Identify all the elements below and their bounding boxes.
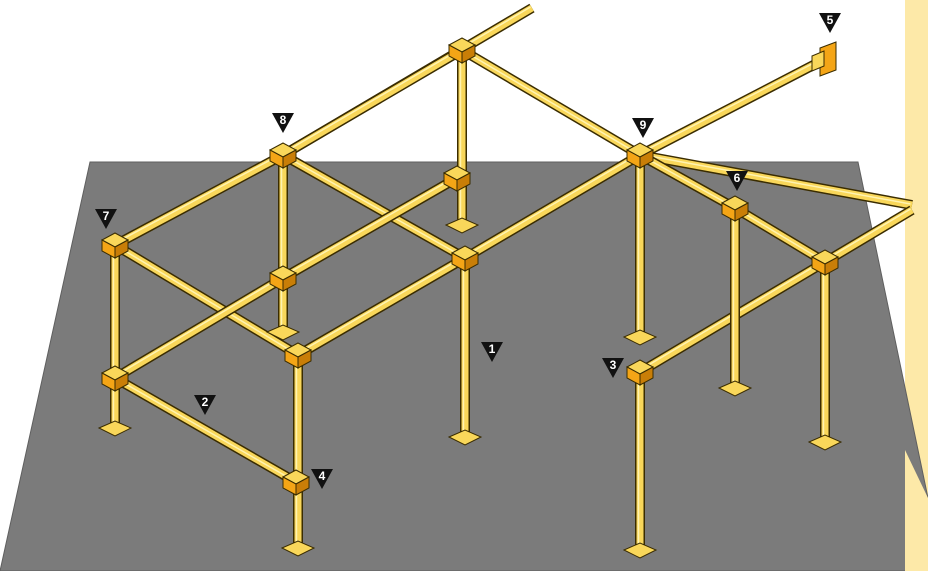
flange-collar [811, 50, 825, 72]
pipe-highlight [281, 176, 456, 278]
pipe-fittings [100, 37, 840, 496]
callout-1-marker [481, 342, 503, 362]
pipe-highlight [113, 276, 282, 378]
panel-floor-cut [905, 450, 928, 571]
fitting-right [282, 149, 297, 169]
fitting-right [464, 252, 479, 272]
fitting-right [114, 239, 129, 259]
fitting-right [824, 256, 839, 276]
wall-flange [811, 41, 837, 77]
fitting-right [456, 172, 471, 192]
fitting-right [295, 476, 310, 496]
post-foot [447, 429, 483, 446]
callout-2-label: 2 [202, 395, 209, 409]
post-foot [807, 434, 843, 451]
callout-8-label: 8 [280, 113, 287, 127]
callout-5: 5 [819, 13, 841, 33]
callout-6: 6 [726, 171, 748, 191]
pipe-body [463, 151, 642, 262]
pipe-body [281, 46, 464, 159]
callout-2-marker [194, 395, 216, 415]
pipe-body [823, 206, 914, 266]
pipe-highlight [638, 56, 826, 155]
callout-9-marker [632, 118, 654, 138]
callout-2: 2 [194, 395, 216, 415]
post-foot [717, 380, 753, 397]
post-foot [97, 420, 133, 437]
fitting-right [282, 272, 297, 292]
callout-9-label: 9 [640, 118, 647, 132]
pipe-highlight [281, 48, 461, 155]
pipe-highlight [733, 206, 824, 262]
post-foot [622, 542, 658, 559]
callout-8: 8 [272, 113, 294, 133]
callout-6-marker [726, 171, 748, 191]
pipe-body [296, 254, 467, 359]
callout-3: 3 [602, 358, 624, 378]
post-foot [280, 540, 316, 557]
fitting-right [639, 366, 654, 386]
pipe-highlight [638, 153, 911, 205]
callout-4-label: 4 [319, 469, 326, 483]
callout-7: 7 [95, 209, 117, 229]
pipe-highlight [113, 243, 297, 355]
pipe-body [281, 174, 459, 282]
fitting-right [734, 202, 749, 222]
fitting-right [297, 349, 312, 369]
pipe-highlight [113, 153, 282, 245]
callout-4: 4 [311, 469, 333, 489]
callout-5-marker [819, 13, 841, 33]
post-feet [97, 217, 843, 559]
callout-5-label: 5 [827, 13, 834, 27]
pipe-body [113, 151, 285, 249]
post-foot [444, 217, 480, 234]
post-foot [622, 329, 658, 346]
pipe-body [638, 54, 829, 159]
fitting-right [639, 149, 654, 169]
callout-1-label: 1 [489, 342, 496, 356]
pipe-highlight [296, 256, 464, 355]
pipe-rails [110, 3, 915, 548]
pipe-body [113, 274, 285, 382]
callout-3-label: 3 [610, 358, 617, 372]
post-foot [265, 324, 301, 341]
fitting-right [461, 44, 476, 64]
callout-4-marker [311, 469, 333, 489]
callout-6-label: 6 [734, 171, 741, 185]
callout-7-marker [95, 209, 117, 229]
callout-7-label: 7 [103, 209, 110, 223]
pipe-highlight [281, 153, 464, 258]
pipe-highlight [460, 48, 639, 155]
callout-3-marker [602, 358, 624, 378]
callout-8-marker [272, 113, 294, 133]
fitting-right [114, 372, 129, 392]
pipe-highlight [823, 208, 911, 262]
pipe-highlight [463, 153, 639, 258]
pipe-highlight [113, 376, 295, 482]
callout-9: 9 [632, 118, 654, 138]
callout-1: 1 [481, 342, 503, 362]
pipe-highlight [638, 153, 734, 208]
